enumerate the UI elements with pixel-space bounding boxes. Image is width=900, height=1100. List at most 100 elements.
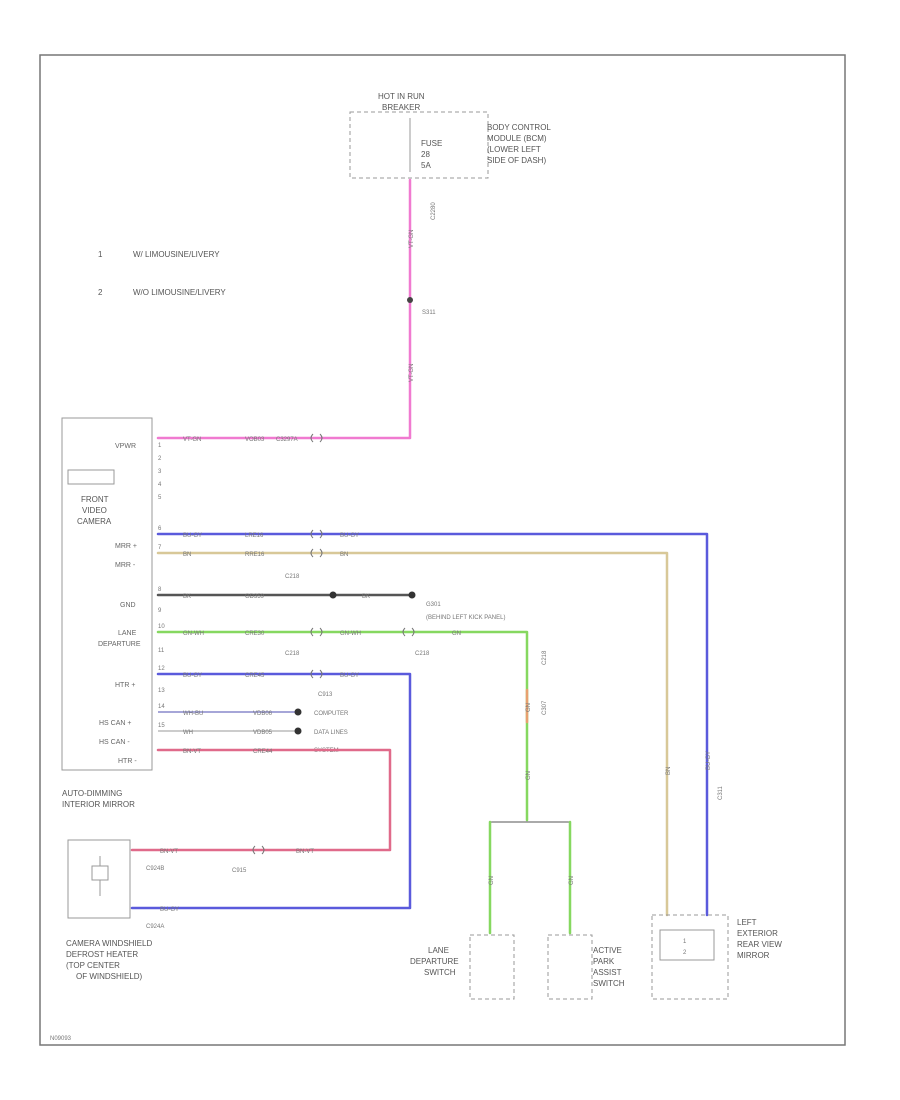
camera-name-3: CAMERA <box>77 517 112 526</box>
pin-num-1: 1 <box>158 443 162 449</box>
vpwr-connector: C3297A <box>276 437 298 443</box>
park-switch-3: ASSIST <box>593 968 622 977</box>
hs-pos-color: WH-BU <box>183 711 203 717</box>
lane-switch-1: LANE <box>428 946 449 955</box>
pin-num-11: 11 <box>158 648 165 654</box>
figure-code: N09093 <box>50 1036 72 1042</box>
bcm-connector: C2280 <box>431 202 437 220</box>
connector-c311: C311 <box>718 785 724 800</box>
lane-circuit: CRE30 <box>245 631 265 637</box>
defroster-heater: C924B C924A CAMERA WINDSHIELD DEFROST HE… <box>66 839 164 981</box>
connector-mark <box>310 433 323 443</box>
htr-neg-circuit: CRE44 <box>253 749 273 755</box>
heater-element-icon <box>91 856 109 896</box>
wire-htr-neg <box>130 748 392 852</box>
sw-left-color: GN <box>489 876 495 885</box>
pin-num-2: 2 <box>158 456 162 462</box>
htr-color-2: BU-GY <box>340 673 359 679</box>
mrr-neg-color-2: BN <box>340 552 348 558</box>
connector-c218-v: C218 <box>542 650 548 665</box>
camera-lens <box>67 469 115 485</box>
pin-num-8: 8 <box>158 587 162 593</box>
htr-circuit: CRE45 <box>245 673 265 679</box>
mirror-motor-2: 2 <box>683 950 687 956</box>
legend-text-1: W/ LIMOUSINE/LIVERY <box>133 250 220 259</box>
lane-color-3: GN <box>452 631 461 637</box>
park-switch-2: PARK <box>593 957 615 966</box>
def-bot-color: BU-GY <box>160 907 179 913</box>
connector-mark <box>310 529 323 539</box>
connector-c913: C913 <box>318 692 333 698</box>
data-dot <box>294 708 302 716</box>
pin-mrr-neg: MRR - <box>115 562 136 569</box>
exterior-mirror: 1 2 LEFT EXTERIOR REAR VIEW MIRROR <box>651 914 782 1000</box>
pin-vpwr: VPWR <box>115 443 136 450</box>
htr-color: BU-GY <box>183 673 202 679</box>
pin-gnd: GND <box>120 602 136 609</box>
mirror-name-2: INTERIOR MIRROR <box>62 800 135 809</box>
mrr-neg-color: BN <box>183 552 191 558</box>
camera-name-1: FRONT <box>81 495 109 504</box>
defroster-line-1: CAMERA WINDSHIELD <box>66 939 152 948</box>
park-switch-outline <box>547 934 593 1000</box>
exterior-mirror-outline <box>651 914 729 1000</box>
mrr-pos-color: BU-GY <box>183 533 202 539</box>
fuse-box-title-1: HOT IN RUN <box>378 92 425 101</box>
splice-dot <box>407 297 413 303</box>
gnd-color-2: BK <box>362 594 370 600</box>
ext-mirror-3: REAR VIEW <box>737 940 782 949</box>
park-assist-switch: ACTIVE PARK ASSIST SWITCH <box>547 934 625 1000</box>
wire-mrr-neg <box>156 551 669 917</box>
connector-c218-a: C218 <box>285 574 300 580</box>
fuse-label: FUSE <box>421 139 442 148</box>
pin-num-12: 12 <box>158 666 165 672</box>
vert-orange-label: GN <box>526 703 532 712</box>
data-dot <box>294 727 302 735</box>
lane-switch-3: SWITCH <box>424 968 456 977</box>
vert-green-label: GN <box>526 771 532 780</box>
fuse-rating: 5A <box>421 161 431 170</box>
ext-mirror-4: MIRROR <box>737 951 770 960</box>
pin-num-6: 6 <box>158 526 162 532</box>
fuse-box: HOT IN RUN BREAKER FUSE 28 5A BODY CONTR… <box>349 92 551 220</box>
wire-lane-departure <box>156 630 529 822</box>
bcm-line-2: MODULE (BCM) <box>487 134 547 143</box>
vpwr-circuit: VOB03 <box>245 437 265 443</box>
hs-neg-circuit: VDB05 <box>253 730 273 736</box>
defroster-line-4: OF WINDSHIELD) <box>76 972 143 981</box>
connector-c924a: C924A <box>146 924 164 930</box>
pin-num-7: 7 <box>158 545 162 551</box>
mrr-pos-color-2: BU-GY <box>340 533 359 539</box>
defroster-outline <box>67 839 131 919</box>
ext-mirror-1: LEFT <box>737 918 757 927</box>
bcm-line-1: BODY CONTROL <box>487 123 551 132</box>
data-lines-2: DATA LINES <box>314 730 348 736</box>
connector-c915: C915 <box>232 868 247 874</box>
pin-num-5: 5 <box>158 495 162 501</box>
lane-switch-outline <box>469 934 515 1000</box>
fuse-box-outline <box>349 111 489 179</box>
splice-s311: S311 <box>422 310 436 316</box>
connector-c218-b: C218 <box>285 651 300 657</box>
data-lines-1: COMPUTER <box>314 711 349 717</box>
pin-num-9: 9 <box>158 608 162 614</box>
lane-color-2: GN-WH <box>340 631 361 637</box>
pin-lane-1: LANE <box>118 630 137 637</box>
connector-c215: C218 <box>415 651 430 657</box>
pin-hs-can-pos: HS CAN + <box>99 720 131 727</box>
hs-neg-color: WH <box>183 730 193 736</box>
vpwr-color: VT-GN <box>183 437 201 443</box>
defroster-line-3: (TOP CENTER <box>66 961 120 970</box>
pin-num-13: 13 <box>158 688 165 694</box>
connector-c307: C307 <box>542 700 548 715</box>
pin-mrr-pos: MRR + <box>115 543 137 550</box>
vert-pink-label-1: VT-GN <box>409 230 415 248</box>
wire-vpwr <box>156 178 412 440</box>
park-switch-4: SWITCH <box>593 979 625 988</box>
fuse-number: 28 <box>421 150 430 159</box>
ext-mirror-2: EXTERIOR <box>737 929 778 938</box>
park-switch-1: ACTIVE <box>593 946 622 955</box>
ground-g301: G301 <box>426 602 441 608</box>
lane-switch-2: DEPARTURE <box>410 957 459 966</box>
bcm-line-3: (LOWER LEFT <box>487 145 541 154</box>
